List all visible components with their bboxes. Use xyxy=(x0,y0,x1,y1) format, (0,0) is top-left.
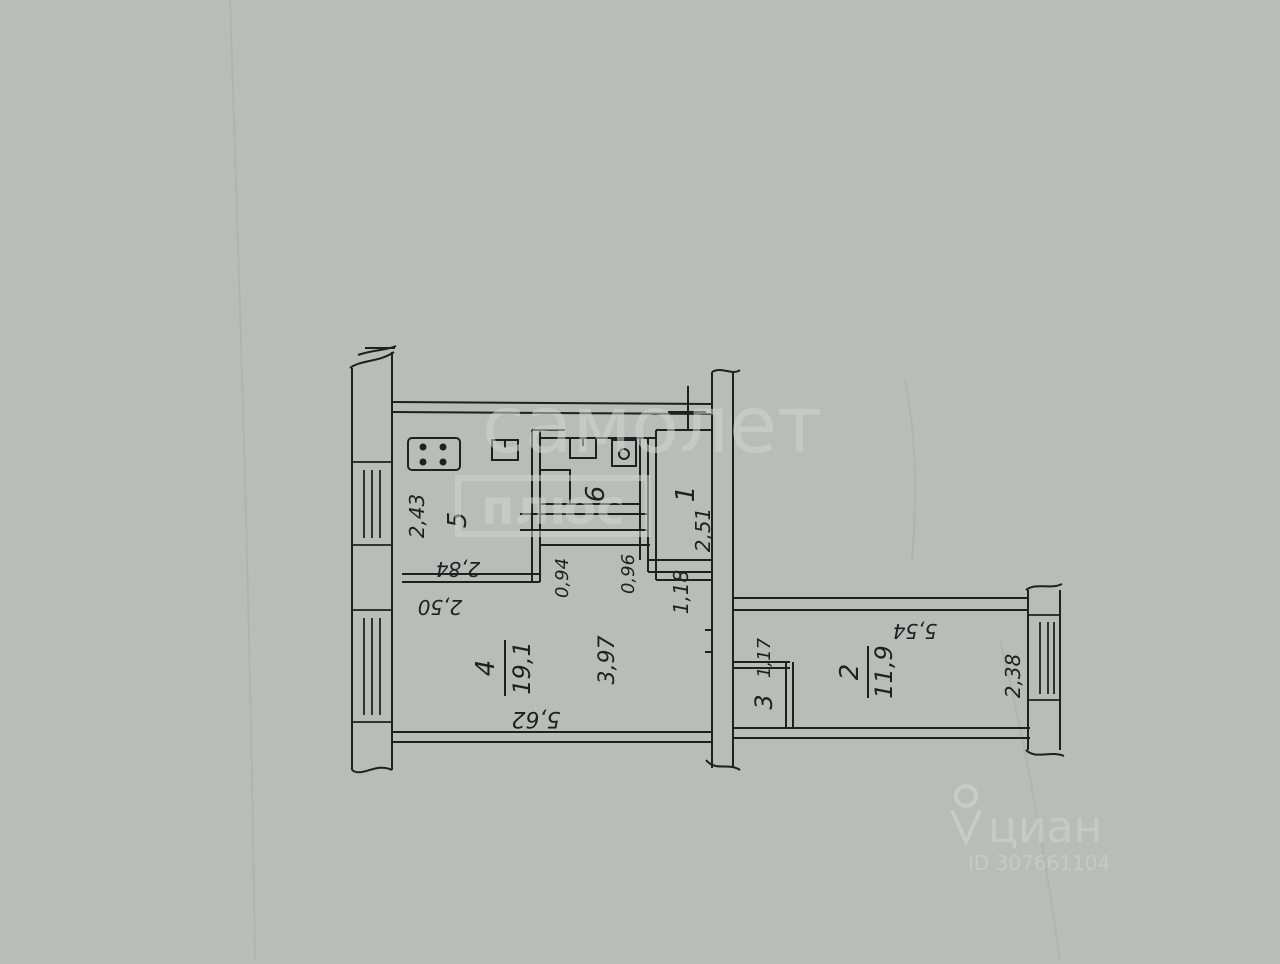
room-6-bathroom xyxy=(520,430,712,580)
stove-icon xyxy=(407,437,461,471)
location-pin-icon xyxy=(950,784,982,847)
dim-2-50: 2,50 xyxy=(418,595,463,619)
dimension-labels: 2,43 2,84 2,50 0,94 0,96 2,51 1,18 3,97 … xyxy=(405,494,1025,731)
middle-wall xyxy=(705,369,741,771)
room-3-closet xyxy=(733,661,794,728)
room-number-4: 4 xyxy=(471,660,501,677)
dim-2-38: 2,38 xyxy=(1001,654,1025,699)
cian-watermark: циан ID 307661104 xyxy=(950,784,1110,875)
watermark-brand-box: плюс xyxy=(481,480,624,536)
room-5-kitchen xyxy=(402,429,565,583)
room-area-2: 11,9 xyxy=(870,645,898,698)
dim-1-17: 1,17 xyxy=(754,637,775,678)
room-labels: 5 6 1 4 19,1 3 2 11,9 xyxy=(443,486,898,710)
toilet-icon xyxy=(611,439,637,467)
dim-5-54: 5,54 xyxy=(893,619,938,643)
paper-folds xyxy=(229,0,1061,961)
room-number-6: 6 xyxy=(581,486,611,503)
watermark-brand-top: самолет xyxy=(482,381,823,471)
dim-3-97: 3,97 xyxy=(595,636,620,685)
room-number-1: 1 xyxy=(671,486,701,503)
room-number-3: 3 xyxy=(750,694,778,709)
room-area-4: 19,1 xyxy=(508,641,536,694)
top-wall xyxy=(391,386,713,430)
room-1-wc xyxy=(656,429,712,581)
dim-5-62: 5,62 xyxy=(512,706,561,731)
window-right xyxy=(1028,614,1060,701)
dim-0-96: 0,96 xyxy=(618,554,639,594)
samolet-watermark: самолет плюс xyxy=(455,381,823,537)
left-exterior-wall xyxy=(349,345,397,774)
dim-2-84: 2,84 xyxy=(436,557,481,581)
window-left-lower xyxy=(352,609,392,723)
dim-0-94: 0,94 xyxy=(552,558,573,598)
watermark-cian-id: ID 307661104 xyxy=(968,851,1110,875)
dim-2-43: 2,43 xyxy=(405,494,429,539)
window-left-upper xyxy=(352,461,392,546)
dim-2-51: 2,51 xyxy=(691,508,715,553)
kitchen-sink-icon xyxy=(491,439,519,461)
watermark-cian: циан xyxy=(988,802,1102,853)
dim-1-18: 1,18 xyxy=(669,570,693,615)
room-number-2: 2 xyxy=(835,664,865,681)
bottom-wall xyxy=(392,727,1030,743)
room-2-walls xyxy=(733,583,1065,757)
bath-sink-icon xyxy=(569,437,597,459)
